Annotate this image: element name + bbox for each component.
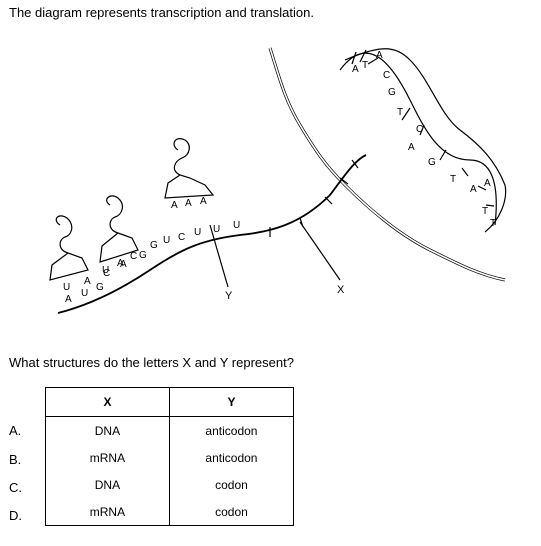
question-text: What structures do the letters X and Y r… [9,355,294,370]
trna-base: G [96,282,104,293]
mrna-base: G [139,250,147,261]
dna-separated-lower [343,183,506,282]
dna-base: T [490,218,496,229]
trna-1 [164,138,215,199]
trna-3-bases: A U G [65,282,104,305]
choice-letter-a: A. [9,423,22,438]
trna-base: A [65,294,72,305]
trna-1-bases: A A A [171,196,207,211]
dna-base: T [397,107,403,118]
trna-base: A [185,198,192,209]
trna-base: C [130,251,137,262]
header-x: X [45,387,170,417]
dna-base: T [450,174,456,185]
header-y: Y [168,387,295,417]
dna-strand-2 [344,48,507,233]
table-row: DNA anticodon [45,416,295,444]
mrna-base: A [84,276,91,287]
dna-base: C [383,70,390,81]
dna-base: A [408,142,415,153]
table-row: mRNA codon [45,498,295,526]
dna-base: A [484,178,491,189]
dna-base: A [352,64,359,75]
mrna-base: C [103,268,110,279]
dna-base: A [470,184,477,195]
cell-x: mRNA [45,444,170,471]
trna-2-bases: U A C [102,251,137,276]
dna-top-bases: A C G T C G A [376,50,477,195]
dna-base: G [428,157,436,168]
dna-base: G [388,87,396,98]
mrna-base: G [150,240,158,251]
cell-x: DNA [45,471,170,498]
intro-text: The diagram represents transcription and… [9,5,314,20]
mrna-base: U [163,235,170,246]
table-header-row: X Y [45,387,295,417]
mrna-base: U [194,227,201,238]
choice-letter-b: B. [9,452,22,467]
trna-3 [49,215,89,281]
table-row: mRNA anticodon [45,444,295,471]
trna-base: A [171,200,178,211]
trna-base: U [81,288,88,299]
dna-base: T [362,60,368,71]
dna-separated-upper [268,47,347,187]
dna-bottom-bases: A T A T A T T [352,60,496,229]
mrna-base: U [233,220,240,231]
cell-x: DNA [45,416,170,444]
choice-letter-d: D. [9,508,22,523]
dna-base: A [376,50,383,61]
dna-strand-1 [339,52,497,226]
trna-base: A [117,258,124,269]
table-row: DNA codon [45,471,295,498]
choice-letter-c: C. [9,480,22,495]
cell-x: mRNA [45,498,170,526]
transcription-translation-diagram: A C G T C G A A T A T A T T U A C A G G … [49,47,507,314]
mrna-strand [57,154,367,314]
answer-table: X Y DNA anticodon mRNA anticodon DNA cod… [45,387,295,526]
mrna-base: C [178,232,185,243]
label-x: X [337,284,345,296]
cell-y: anticodon [168,444,295,471]
cell-y: codon [168,498,295,526]
dna-base: T [482,206,488,217]
cell-y: codon [168,471,295,498]
trna-2 [99,195,139,263]
trna-base: A [200,196,207,207]
mrna-base: U [63,282,70,293]
leader-line-y [209,224,229,288]
dna-base: C [416,124,423,135]
label-y: Y [225,290,233,302]
trna-base: U [102,265,109,276]
mrna-base: U [213,224,220,235]
cell-y: anticodon [168,416,295,444]
mrna-base: A [120,259,127,270]
mrna-bases: U A C A G G U C U U U [63,220,240,293]
leader-line-x [299,221,341,281]
